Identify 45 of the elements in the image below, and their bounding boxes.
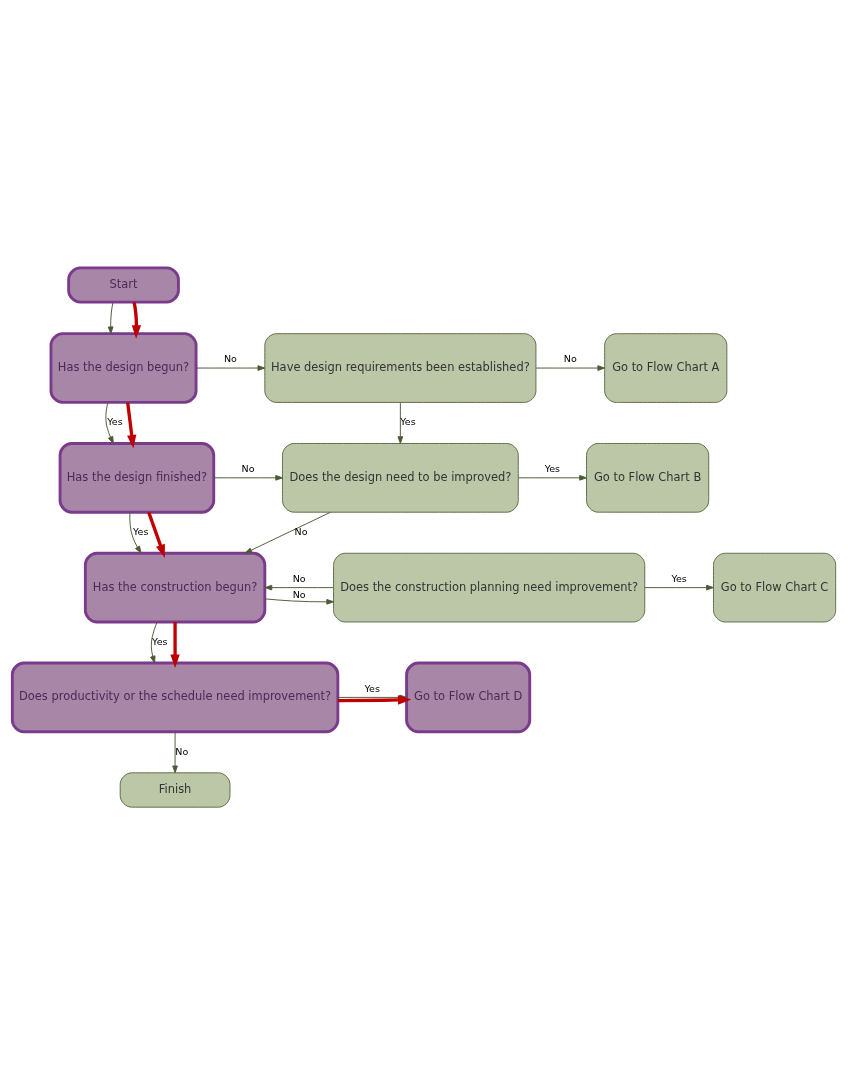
arrow <box>264 598 334 605</box>
node-box: Does the construction planning need improvement? <box>333 552 646 623</box>
node-box: Has the design begun? <box>49 332 198 404</box>
arrow <box>107 301 114 335</box>
edge-label: No <box>175 745 189 757</box>
arrow <box>170 622 180 668</box>
edge-label: Yes <box>364 682 380 694</box>
arrow <box>644 584 714 591</box>
arrow <box>131 302 142 339</box>
node-box: Go to Flow Chart C <box>713 552 837 623</box>
edge-label: No <box>241 463 255 475</box>
edge-label: No <box>292 572 306 584</box>
edge-label: Yes <box>107 416 123 428</box>
node-box: Does the design need to be improved? <box>282 443 519 513</box>
arrow <box>264 584 334 591</box>
edge-label: No <box>294 526 308 538</box>
node-box: Go to Flow Chart D <box>405 661 532 734</box>
arrow <box>126 402 137 449</box>
edge-label: Yes <box>400 416 416 428</box>
edge-label: No <box>223 353 237 365</box>
node-box: Go to Flow Chart B <box>586 443 710 513</box>
node-box: Start <box>67 266 180 304</box>
arrow <box>150 621 158 664</box>
arrow <box>535 365 606 371</box>
node-box: Has the construction begun? <box>83 551 267 624</box>
arrow <box>397 402 404 444</box>
node-box: Go to Flow Chart A <box>604 333 728 403</box>
arrow <box>213 475 283 481</box>
edge-label: No <box>563 353 577 365</box>
arrow <box>244 511 331 554</box>
node-box: Have design requirements been established? <box>264 333 537 403</box>
edge-label: Yes <box>544 463 561 475</box>
arrow <box>129 511 142 554</box>
arrow <box>147 511 165 558</box>
arrow <box>172 731 178 774</box>
edge-label: Yes <box>152 635 168 647</box>
arrow <box>195 365 266 371</box>
edge-label: Yes <box>671 572 687 584</box>
arrow <box>105 402 114 444</box>
node-box: Does productivity or the schedule need improvement? <box>10 661 340 734</box>
node-box: Has the design finished? <box>58 442 216 514</box>
edge-label: No <box>292 589 306 601</box>
node-box: Finish <box>119 772 231 808</box>
arrow <box>518 475 587 481</box>
edge-label: Yes <box>133 526 149 538</box>
